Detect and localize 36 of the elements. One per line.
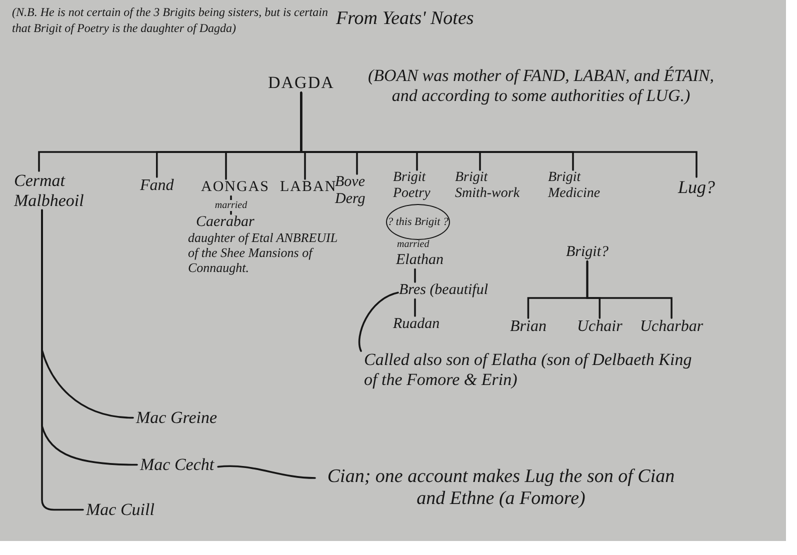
person-name: Cermat Malbheoil	[14, 171, 96, 210]
person-name: Elathan	[396, 252, 444, 270]
annotation-text: married	[397, 239, 430, 250]
person-name: Uchair	[577, 318, 622, 336]
tree-line	[41, 209, 84, 511]
tree-line	[300, 92, 698, 178]
circled-note: ? this Brigit ?	[386, 204, 450, 240]
description-text: daughter of Etal ANBREUIL of the Shee Mansions of Connaught.	[188, 231, 338, 276]
note-text: Cian; one account makes Lug the son of Cian and Ethne (a Fomore)	[318, 466, 684, 510]
person-name: Bove Derg	[335, 174, 379, 208]
leader-line	[358, 292, 399, 352]
person-name: Fand	[140, 177, 174, 196]
person-name: Bres (beautiful	[399, 282, 488, 300]
person-name: Brigit Medicine	[548, 170, 614, 202]
person-name: LABAN	[280, 179, 337, 196]
person-name: Ruadan	[393, 316, 440, 334]
note-text: (N.B. He is not certain of the 3 Brigits being sisters, but is certain that Brigit of Poetry is the daughter of Dagda)	[12, 4, 329, 36]
person-name: AONGAS	[201, 179, 270, 196]
leader-line	[217, 465, 316, 479]
person-name: Brigit Poetry	[393, 170, 441, 202]
note-text: Called also son of Elatha (son of Delbaeth King of the Fomore & Erin)	[364, 350, 709, 390]
person-name: Mac Cecht	[140, 455, 214, 475]
person-name: Brigit Smith-work	[455, 170, 521, 202]
note-text: (BOAN was mother of FAND, LABAN, and ÉTAIN, and according to some authorities of LUG.)	[367, 66, 715, 106]
person-name: Brigit?	[566, 244, 609, 262]
tree-line	[414, 268, 416, 283]
title-text: From Yeats' Notes	[336, 8, 474, 30]
person-name: DAGDA	[268, 73, 334, 93]
person-name: Brian	[510, 318, 546, 336]
person-name: Ucharbar	[640, 318, 704, 336]
person-name: Mac Cuill	[86, 500, 154, 520]
person-name: Mac Greine	[136, 408, 218, 428]
person-name: Caerabar	[195, 214, 256, 232]
person-name: Lug?	[678, 177, 716, 198]
tree-line	[414, 298, 416, 317]
tree-line	[586, 260, 672, 319]
